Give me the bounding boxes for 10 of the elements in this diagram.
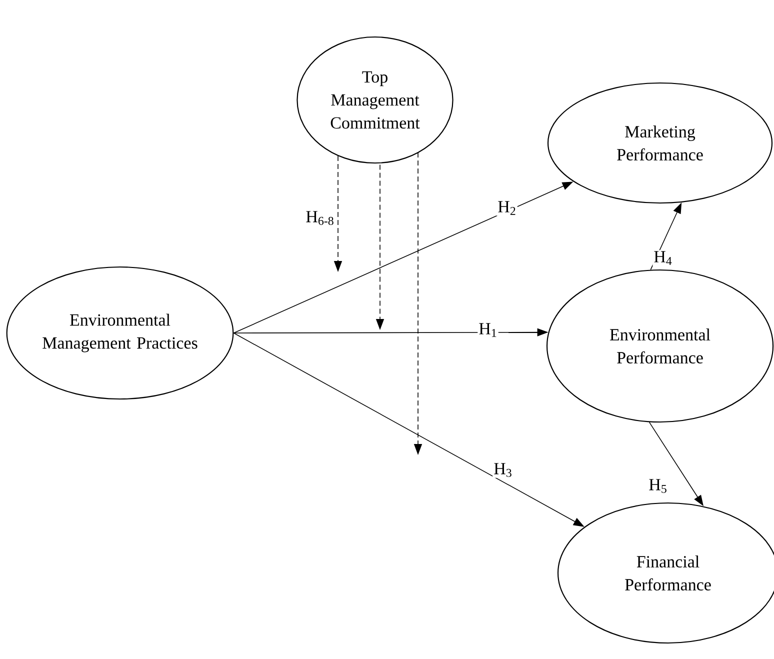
edge-label: H$_{4}$ bbox=[652, 250, 674, 266]
edge-label: H$_{6-8}$ bbox=[304, 210, 336, 226]
ellipse-node: Marketing Performance bbox=[547, 82, 773, 204]
ellipse-node: Environmental Management Practices bbox=[6, 266, 234, 400]
ellipse-node: Environmental Performance bbox=[546, 269, 774, 423]
edge-label: H$_{5}$ bbox=[648, 478, 668, 494]
edge-label: H$_{1}$ bbox=[478, 322, 498, 338]
ellipse-node: Top Management Commitment bbox=[296, 36, 454, 164]
edge-label: H$_{3}$ bbox=[492, 462, 514, 478]
edge-label: H$_{2}$ bbox=[496, 200, 518, 216]
